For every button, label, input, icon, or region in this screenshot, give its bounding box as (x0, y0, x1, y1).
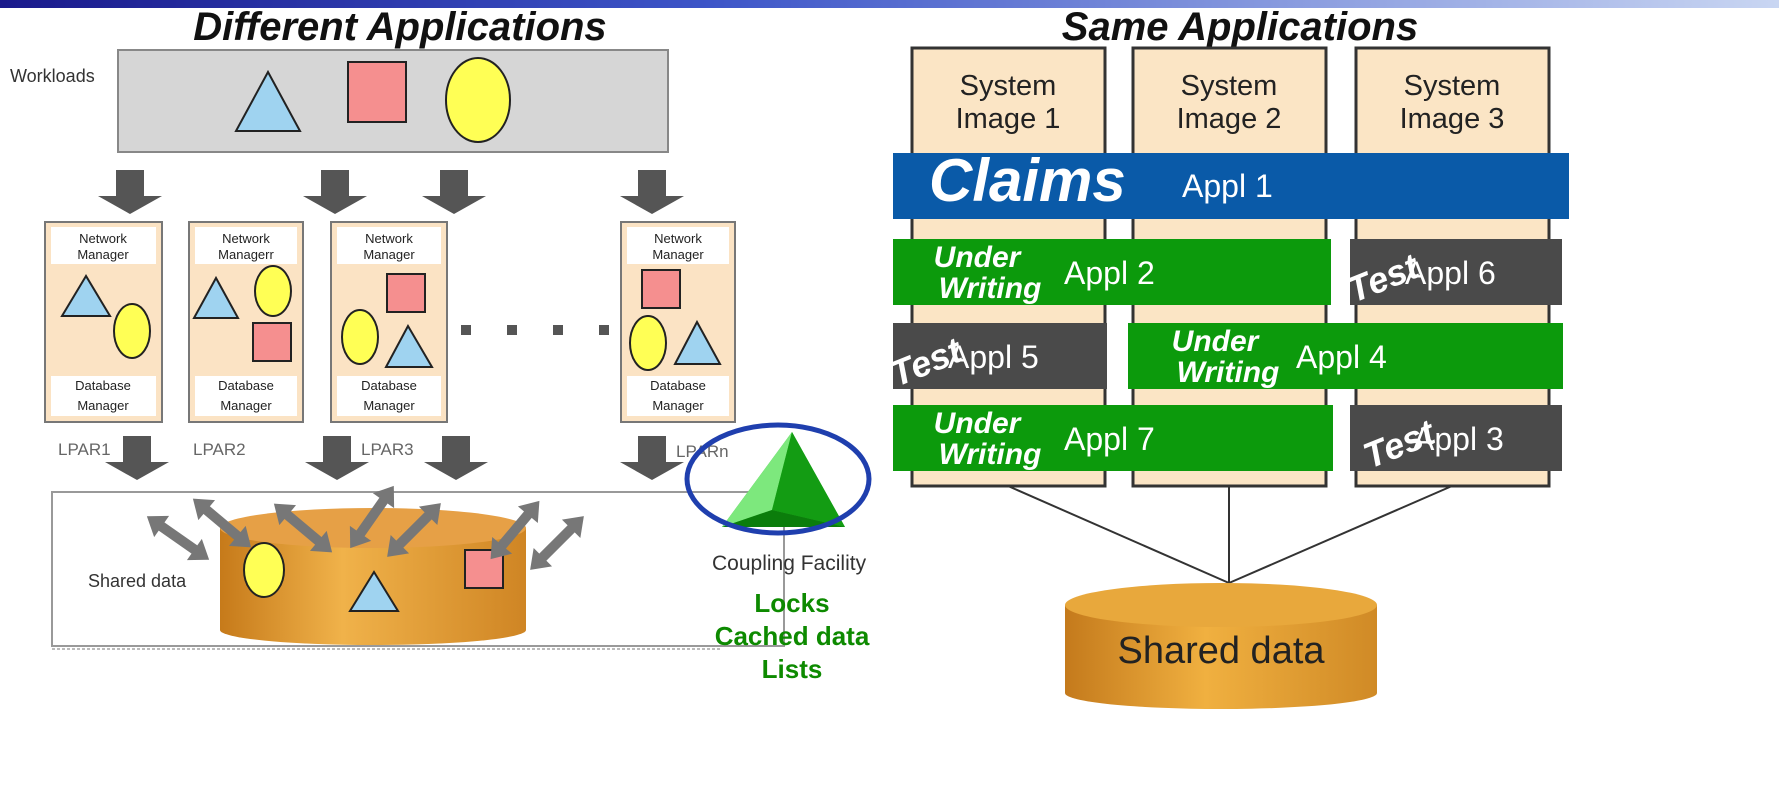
connector-lines (1007, 485, 1453, 584)
appl-4-label: Appl 4 (1296, 339, 1387, 375)
appl-2-label: Appl 2 (1064, 255, 1155, 291)
lpar-square (386, 273, 426, 313)
lpar-triangle (384, 323, 434, 368)
claims-bar (893, 153, 1569, 219)
lpar-label: LPAR2 (193, 440, 246, 459)
lpar-circle (113, 303, 151, 359)
lpar-circle (254, 265, 292, 317)
arrow-down (98, 170, 162, 214)
underwriting-bar (893, 405, 1333, 471)
shared-data-label: Shared data (88, 571, 187, 591)
arrow-down (620, 436, 684, 480)
test-bar (1350, 405, 1562, 471)
cf-item-lists: Lists (762, 654, 823, 684)
lpar-box (330, 221, 448, 423)
appl-1-label: Appl 1 (1182, 168, 1273, 204)
lpar-triangle (673, 319, 722, 365)
workload-triangle (234, 69, 302, 132)
test-bar (893, 323, 1107, 389)
underwriting-bar (893, 239, 1331, 305)
lpar-square (641, 269, 681, 309)
lpar-label: LPAR3 (361, 440, 414, 459)
shared-circle (243, 542, 285, 598)
shared-data-label: Shared data (1117, 630, 1325, 672)
coupling-facility-label: Coupling Facility (712, 552, 867, 575)
appl-7-label: Appl 7 (1064, 421, 1155, 457)
appl-6-label: Appl 6 (1405, 255, 1496, 291)
cf-item-cached-data: Cached data (715, 621, 870, 651)
claims-label: Claims (929, 147, 1126, 214)
ellipsis-dots (461, 325, 609, 335)
workload-square (347, 61, 407, 123)
lpar-circle (341, 309, 379, 365)
arrow-down (422, 170, 486, 214)
shared-data-cylinder (1065, 583, 1377, 709)
lpar-triangle (192, 275, 240, 319)
coupling-facility-highlight (684, 422, 872, 536)
workloads-label: Workloads (10, 66, 95, 86)
arrow-down (305, 436, 369, 480)
arrow-down (620, 170, 684, 214)
cf-item-locks: Locks (754, 588, 829, 618)
appl-3-label: Appl 3 (1413, 421, 1504, 457)
lpar-triangle (60, 274, 112, 317)
arrow-down (424, 436, 488, 480)
appl-5-label: Appl 5 (948, 339, 1039, 375)
coupling-facility-icon (722, 432, 845, 527)
arrow-down (105, 436, 169, 480)
lpar-circle (629, 315, 667, 371)
underwriting-bar (1128, 323, 1563, 389)
shared-triangle (348, 570, 400, 612)
arrow-down (303, 170, 367, 214)
lpar-square (252, 322, 292, 362)
title-bar-stripe (0, 0, 1779, 8)
left-title: Different Applications (193, 5, 606, 49)
lpar-label: LPAR1 (58, 440, 111, 459)
test-bar (1350, 239, 1562, 305)
workload-circle (445, 57, 511, 143)
right-title: Same Applications (1062, 5, 1418, 49)
